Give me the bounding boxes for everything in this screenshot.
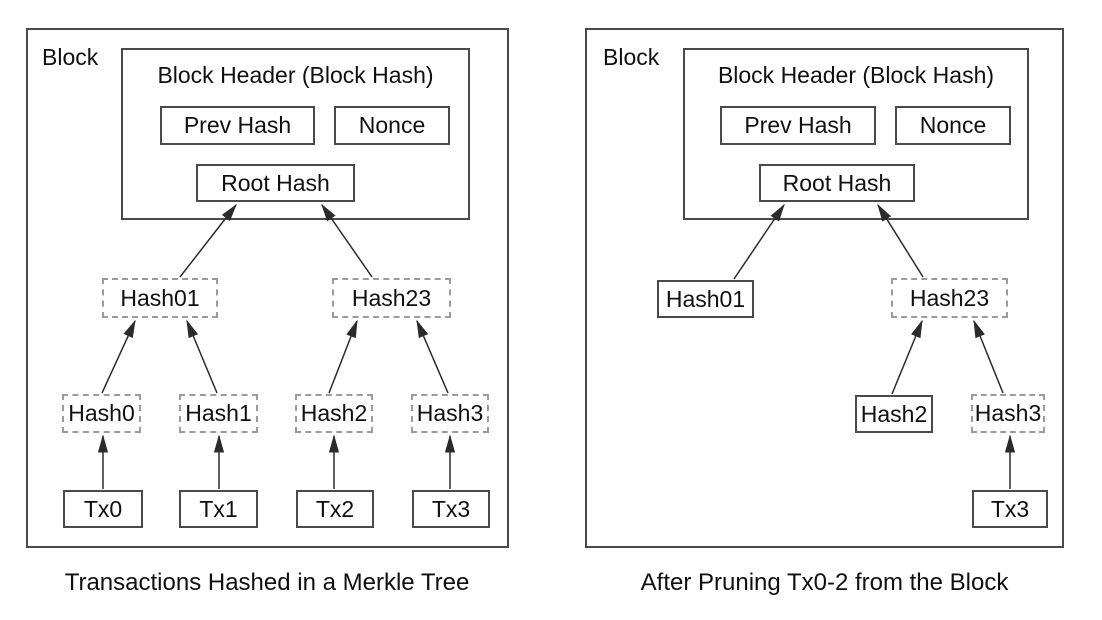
left-node-hash01: Hash01 (102, 278, 218, 318)
left-block-header-box (121, 48, 470, 220)
left-node-tx2: Tx2 (296, 490, 374, 528)
left-node-tx1: Tx1 (179, 490, 258, 528)
left-node-tx0: Tx0 (63, 490, 143, 528)
left-node-hash0: Hash0 (62, 394, 141, 433)
left-prev-hash-box: Prev Hash (160, 106, 315, 145)
left-nonce-box: Nonce (334, 106, 450, 145)
left-block-label: Block (42, 44, 99, 70)
right-node-tx3: Tx3 (972, 490, 1048, 528)
right-block-header-title: Block Header (Block Hash) (717, 62, 995, 88)
left-caption: Transactions Hashed in a Merkle Tree (64, 569, 470, 596)
right-node-hash01: Hash01 (657, 280, 754, 318)
left-node-hash2: Hash2 (295, 394, 373, 433)
right-caption: After Pruning Tx0-2 from the Block (640, 569, 1009, 596)
right-node-hash23: Hash23 (891, 278, 1008, 318)
left-node-hash23: Hash23 (332, 278, 451, 318)
right-block-outline (585, 28, 1064, 548)
right-block-label: Block (603, 44, 660, 70)
right-block-header-box (683, 48, 1029, 220)
left-node-hash3: Hash3 (411, 394, 489, 433)
left-node-hash1: Hash1 (179, 394, 258, 433)
right-node-hash2: Hash2 (855, 395, 933, 433)
right-root-hash-box: Root Hash (759, 164, 915, 202)
left-block-header-title: Block Header (Block Hash) (157, 62, 434, 88)
left-node-tx3: Tx3 (412, 490, 490, 528)
left-root-hash-box: Root Hash (196, 164, 355, 202)
right-node-hash3: Hash3 (971, 394, 1045, 433)
right-nonce-box: Nonce (895, 106, 1011, 145)
left-block-outline (26, 28, 509, 548)
right-prev-hash-box: Prev Hash (720, 106, 876, 145)
